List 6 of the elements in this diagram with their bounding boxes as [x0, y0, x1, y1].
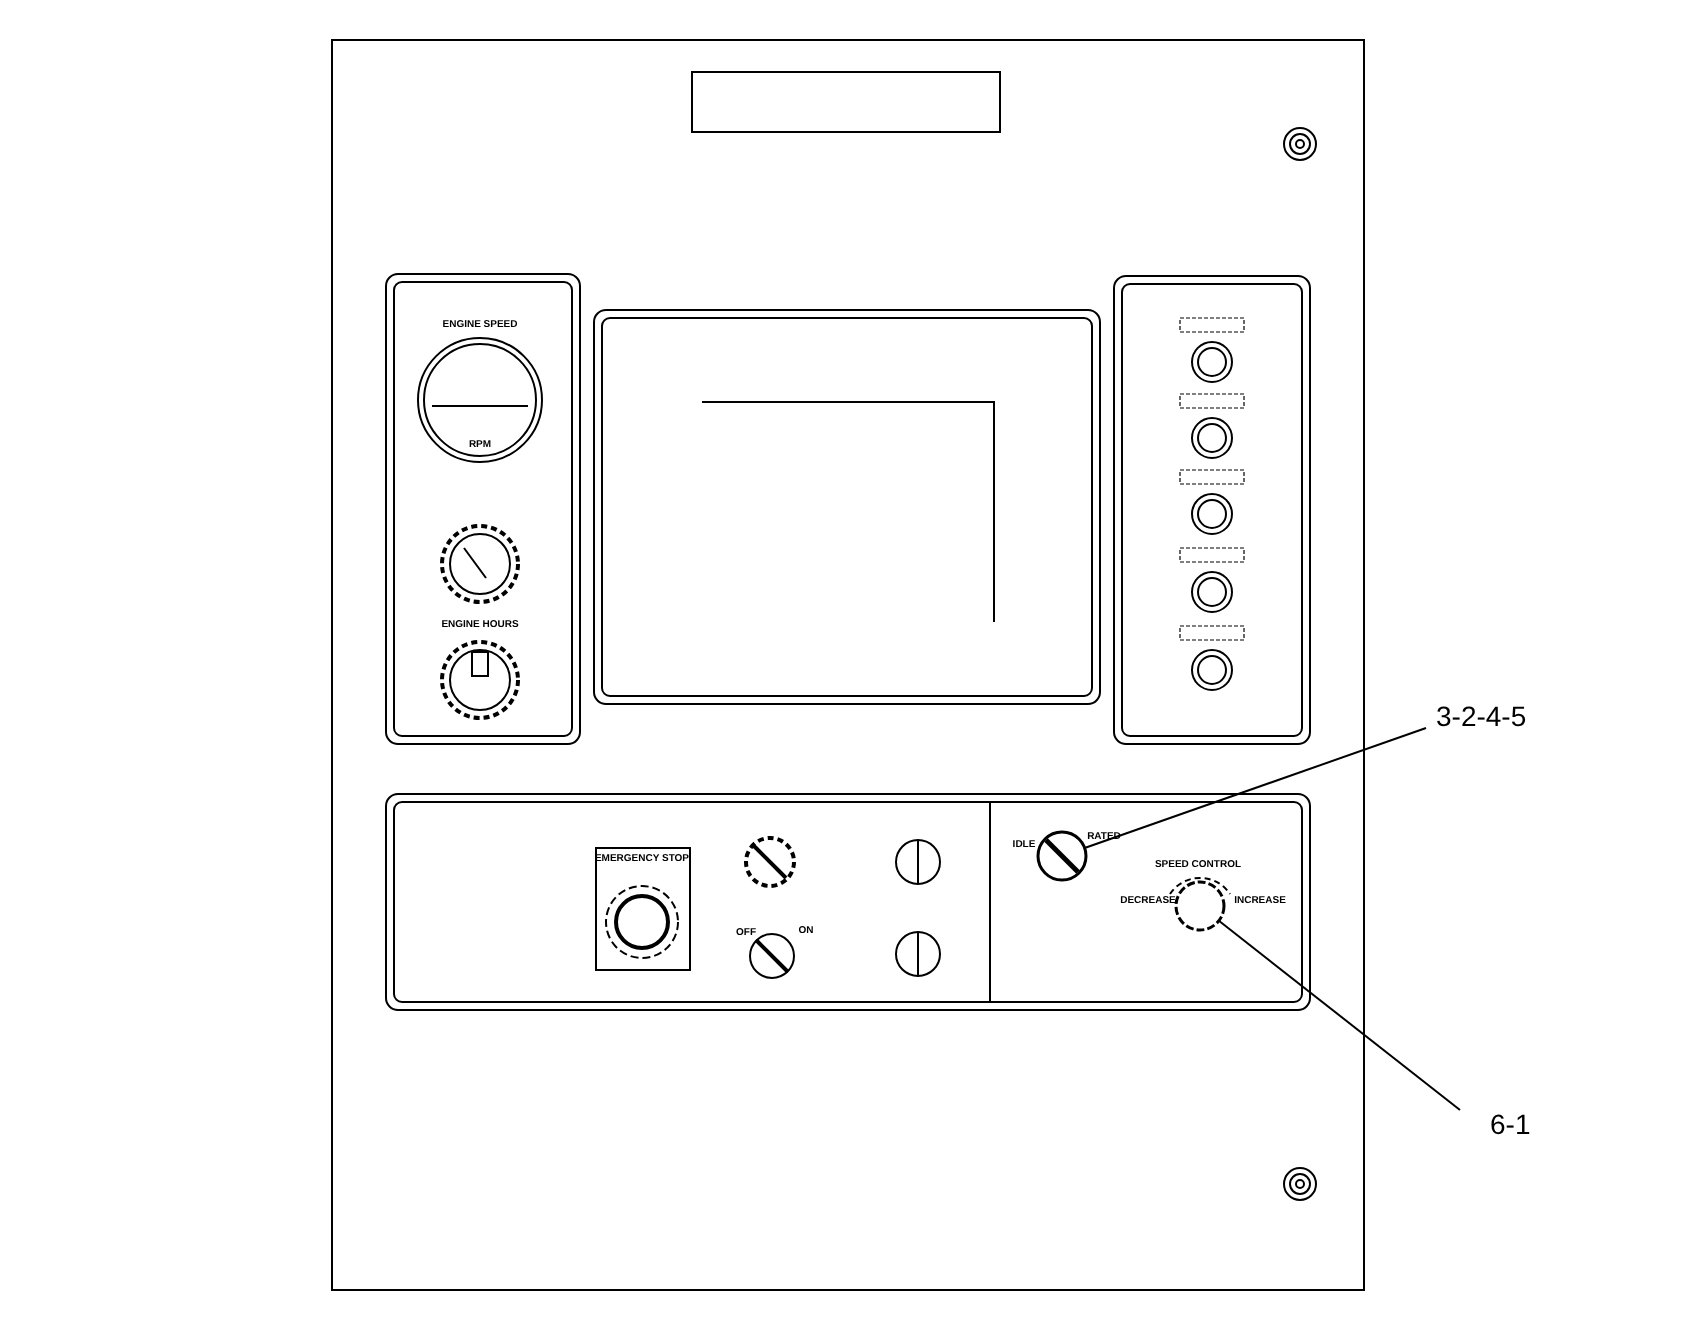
leader-line	[1083, 727, 1427, 850]
speed-control-knob	[1174, 880, 1226, 932]
callout-number: 6-1	[1490, 1110, 1531, 1138]
leader-line	[1217, 919, 1461, 1111]
selector-switch	[1036, 830, 1088, 882]
callout-number: 3-2-4-5	[1436, 702, 1527, 730]
